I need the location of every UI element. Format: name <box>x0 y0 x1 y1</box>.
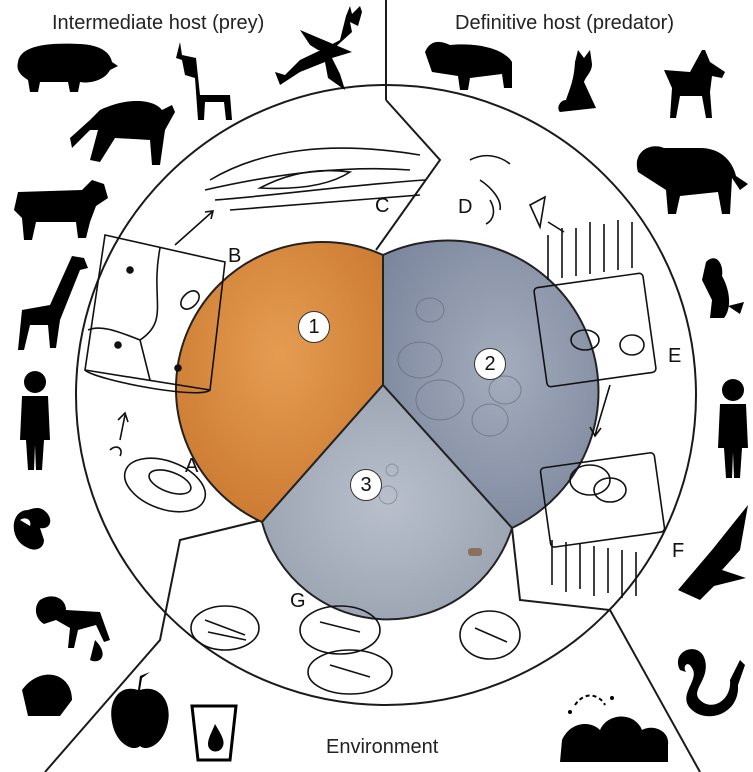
water-glass-icon <box>192 706 236 760</box>
stage-label-g: G <box>290 590 306 613</box>
llama-icon <box>176 42 232 120</box>
deer-icon <box>275 6 362 90</box>
lion-icon <box>637 146 748 214</box>
definitive-host-label: Definitive host (predator) <box>455 12 674 35</box>
stage-label-e: E <box>668 345 681 368</box>
muscle-fiber-drawing <box>205 148 425 210</box>
raptor-icon <box>678 505 748 600</box>
giraffe-icon <box>18 256 88 350</box>
snake-icon <box>678 649 745 716</box>
monkey-icon <box>36 596 110 661</box>
environment-label: Environment <box>326 736 438 759</box>
stage-label-f: F <box>672 540 684 563</box>
sporozoite-drawing <box>470 156 545 227</box>
stage-label-a: A <box>185 455 198 478</box>
micrograph-number-3: 3 <box>350 469 382 501</box>
cow-icon <box>14 180 108 240</box>
rat-icon <box>702 258 744 318</box>
micrograph-number-2: 2 <box>474 348 506 380</box>
oocyst-drawings <box>191 606 520 694</box>
bird-icon <box>22 675 72 716</box>
bear-icon <box>425 42 512 90</box>
micrograph-number-1: 1 <box>298 311 330 343</box>
human-icon <box>20 371 50 470</box>
stage-label-d: D <box>458 196 472 219</box>
stage-label-c: C <box>375 195 389 218</box>
soil-icon <box>560 696 668 762</box>
squirrel-icon <box>14 508 51 550</box>
cat-icon <box>558 50 596 112</box>
pig-icon <box>17 44 118 92</box>
dog-icon <box>664 50 725 118</box>
horse-icon <box>70 101 175 165</box>
intermediate-host-label: Intermediate host (prey) <box>52 12 264 35</box>
human-icon <box>718 379 748 478</box>
apple-icon <box>111 672 168 748</box>
stage-label-b: B <box>228 245 241 268</box>
